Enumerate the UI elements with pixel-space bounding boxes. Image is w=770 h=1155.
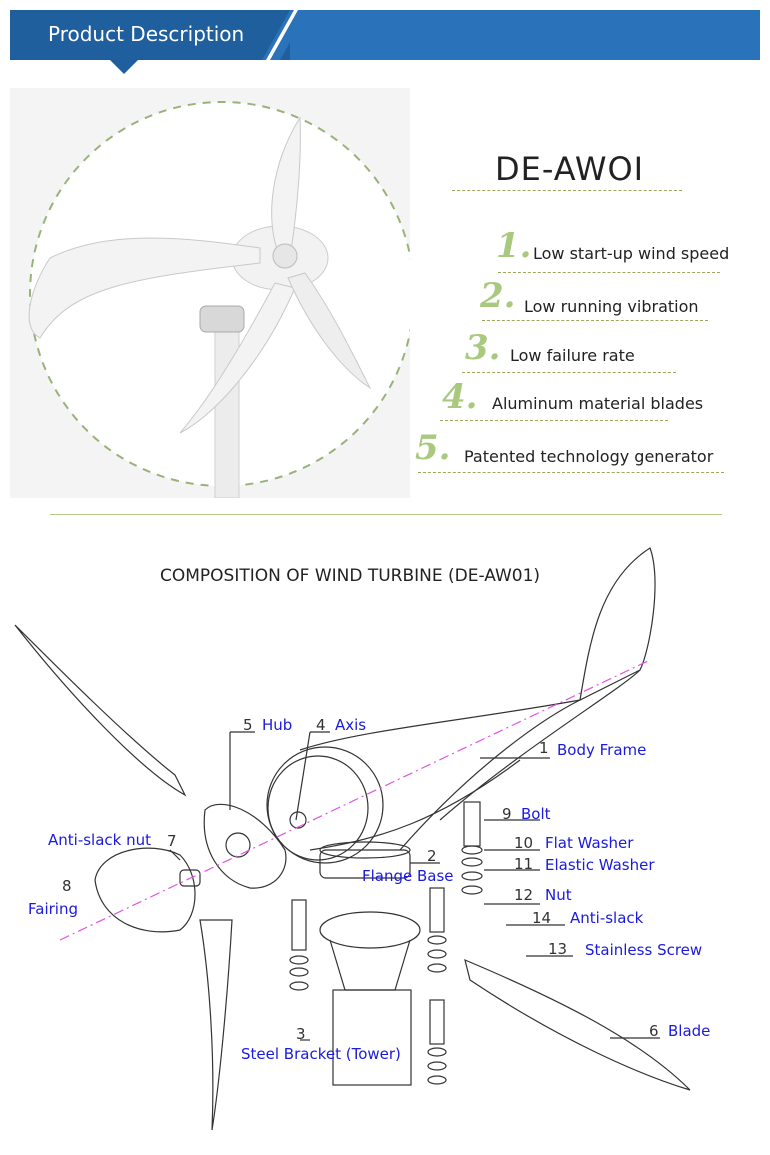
feature-underline [418,472,724,473]
part-number: 12 [514,886,534,904]
feature-underline [440,420,668,421]
exploded-diagram [14,547,691,1131]
part-label-anti-slack-nut: Anti-slack nut [48,831,152,849]
feature-text: Patented technology generator [464,447,714,466]
part-label-fairing: Fairing [28,900,78,918]
title-underline [452,190,682,191]
feature-number: 2. [480,276,516,316]
feature-underline [482,320,708,321]
feature-text: Low running vibration [524,297,699,316]
part-label-hub: Hub [262,716,293,734]
part-label-anti-slack: Anti-slack [570,909,644,927]
diagram-title: COMPOSITION OF WIND TURBINE (DE-AW01) [160,566,541,586]
section-title: Product Description [48,22,245,46]
part-number: 14 [532,909,552,927]
part-label-steel-bracket: Steel Bracket (Tower) [241,1045,401,1063]
model-title: DE-AWOI [495,150,645,188]
part-label-flat-washer: Flat Washer [545,834,634,852]
part-number: 1 [539,739,549,757]
feature-number: 1. [496,226,532,266]
feature-text: Aluminum material blades [492,394,704,413]
feature-text: Low start-up wind speed [533,244,730,263]
part-label-axis: Axis [335,716,367,734]
part-number: 4 [316,716,326,734]
part-number: 9 [502,805,512,823]
part-number: 2 [427,847,437,865]
part-number: 13 [548,940,568,958]
feature-underline [462,372,676,373]
part-label-bolt: Bolt [521,805,551,823]
feature-underline [498,272,720,273]
part-number: 3 [296,1025,306,1043]
part-number: 6 [649,1022,659,1040]
feature-number: 3. [465,328,501,368]
part-number: 5 [243,716,253,734]
part-number: 11 [514,855,534,873]
part-number: 8 [62,877,72,895]
feature-number: 4. [442,377,478,417]
banner-slash-decoration [262,10,308,60]
part-label-body-frame: Body Frame [557,741,647,759]
part-number: 10 [514,834,534,852]
feature-text: Low failure rate [510,346,635,365]
part-label-elastic-washer: Elastic Washer [545,856,655,874]
feature-number: 5. [415,428,451,468]
header-tab [10,10,290,60]
part-label-stainless-screw: Stainless Screw [585,941,703,959]
section-divider [50,514,722,515]
product-photo [10,88,410,498]
part-label-flange-base: Flange Base [362,867,454,885]
banner-notch [106,56,142,74]
part-label-nut: Nut [545,886,572,904]
part-number: 7 [167,832,177,850]
part-label-blade: Blade [668,1022,711,1040]
